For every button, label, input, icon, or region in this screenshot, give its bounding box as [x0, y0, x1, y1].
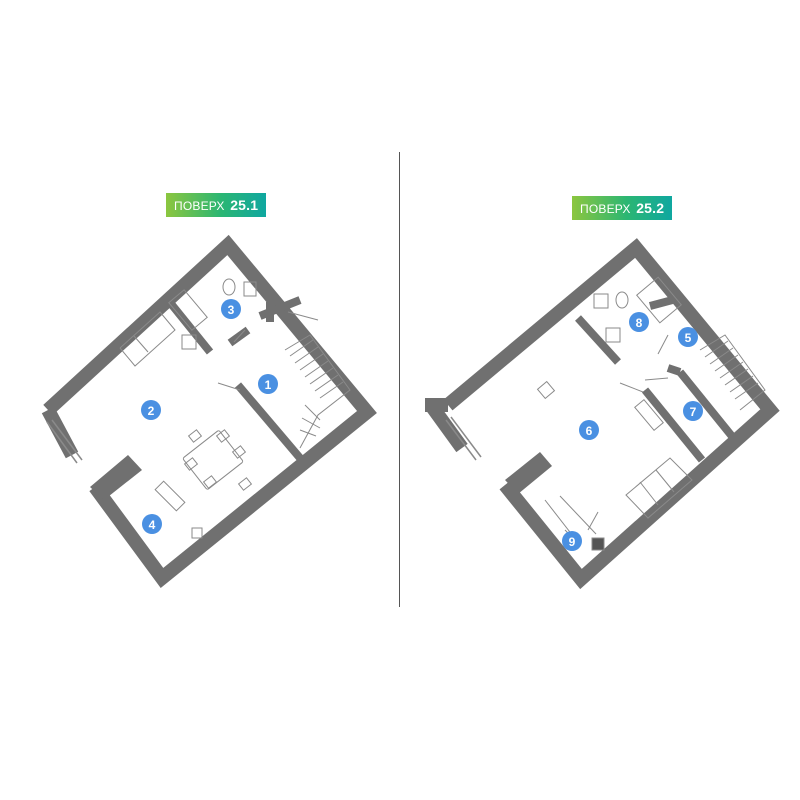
closet-fixtures: [154, 480, 203, 539]
room-number: 8: [636, 316, 643, 330]
floor-number: 25.2: [636, 200, 665, 216]
bathroom-fixtures: [168, 278, 257, 350]
window: [445, 416, 482, 461]
bathroom-fixtures: [593, 276, 682, 343]
room-marker-9: 9: [562, 531, 582, 551]
interior-walls: [575, 294, 739, 463]
room-markers: 5 6 7 8 9: [562, 312, 703, 551]
kitchen: [119, 311, 176, 367]
room-marker-3: 3: [221, 299, 241, 319]
floor-number: 25.1: [230, 197, 259, 213]
room-marker-4: 4: [142, 514, 162, 534]
floor-label: ПОВЕРХ: [580, 202, 631, 216]
room-number: 6: [586, 424, 593, 438]
room-number: 7: [690, 405, 697, 419]
room-marker-6: 6: [579, 420, 599, 440]
walls: [425, 238, 780, 590]
room-number: 9: [569, 535, 576, 549]
room-marker-7: 7: [683, 401, 703, 421]
floor-badge-25-1: ПОВЕРХ 25.1: [166, 193, 267, 217]
doors: [587, 334, 669, 531]
room-markers: 1 2 3 4: [141, 299, 278, 534]
room-number: 4: [149, 518, 156, 532]
window: [46, 419, 83, 464]
doors: [217, 311, 319, 391]
floor-divider: [399, 152, 400, 607]
stairs: [699, 334, 766, 411]
room-number: 3: [228, 303, 235, 317]
room-marker-5: 5: [678, 327, 698, 347]
floor-badge-25-2: ПОВЕРХ 25.2: [572, 196, 673, 220]
floor-label: ПОВЕРХ: [174, 199, 225, 213]
room-number: 1: [265, 378, 272, 392]
room-marker-1: 1: [258, 374, 278, 394]
room-number: 2: [148, 404, 155, 418]
dining-table: [182, 429, 253, 491]
room-marker-8: 8: [629, 312, 649, 332]
room-marker-2: 2: [141, 400, 161, 420]
living-room-furniture: [536, 380, 693, 519]
stairs: [284, 334, 351, 449]
room-number: 5: [685, 331, 692, 345]
